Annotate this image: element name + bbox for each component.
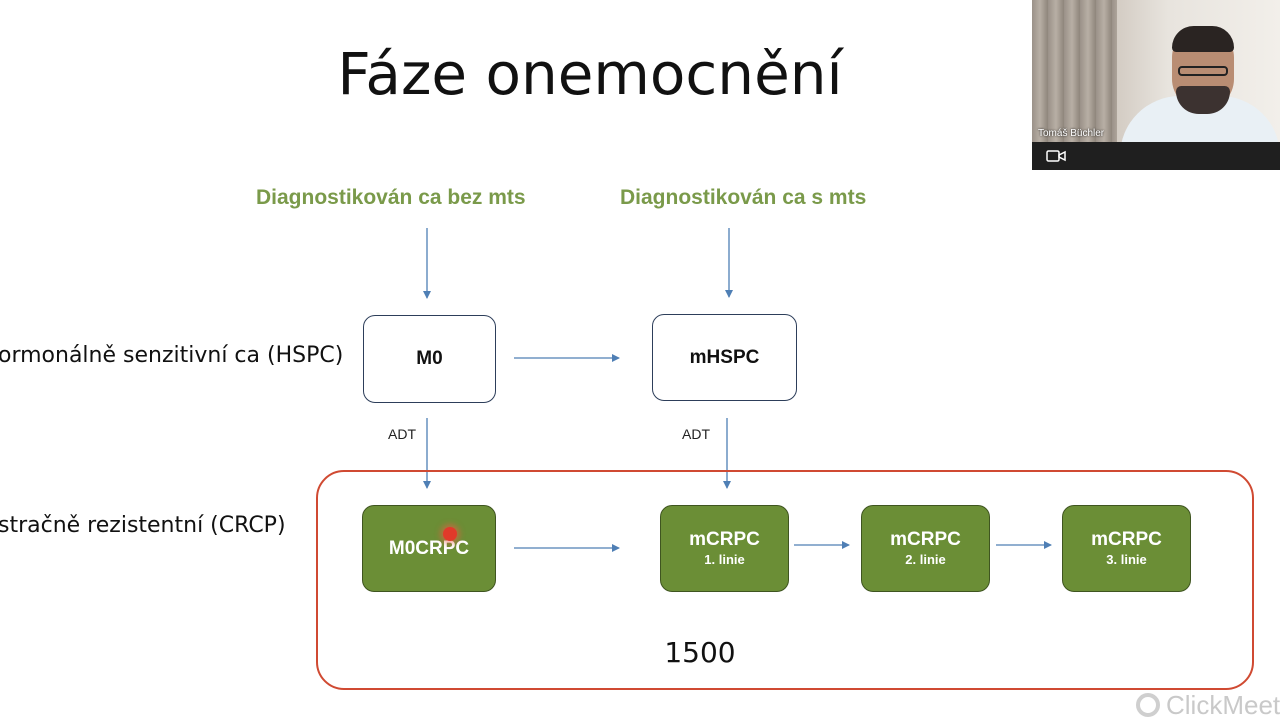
heading-no-mts: Diagnostikován ca bez mts bbox=[256, 186, 526, 209]
box-mhspc: mHSPC bbox=[652, 314, 797, 401]
box-m0-label: M0 bbox=[416, 348, 443, 369]
row-label-crpc: stračně rezistentní (CRCP) bbox=[0, 513, 286, 538]
box-mcrpc-2: mCRPC 2. linie bbox=[861, 505, 990, 592]
adt-label-right: ADT bbox=[682, 426, 710, 442]
clickmeet-logo-icon bbox=[1136, 693, 1160, 717]
box-mcrpc-3-label: mCRPC bbox=[1091, 528, 1162, 550]
box-mcrpc-3-line: 3. linie bbox=[1106, 551, 1147, 567]
box-mcrpc-1: mCRPC 1. linie bbox=[660, 505, 789, 592]
box-mcrpc-1-line: 1. linie bbox=[704, 551, 745, 567]
box-mcrpc-2-line: 2. linie bbox=[905, 551, 946, 567]
webcam-panel[interactable]: Tomáš Büchler bbox=[1032, 0, 1280, 170]
box-m0: M0 bbox=[363, 315, 496, 403]
box-m0crpc-label: M0CRPC bbox=[388, 537, 470, 559]
heading-with-mts: Diagnostikován ca s mts bbox=[620, 186, 867, 209]
patient-count: 1500 bbox=[664, 636, 736, 669]
adt-label-left: ADT bbox=[388, 426, 416, 442]
webcam-toolbar bbox=[1032, 142, 1280, 170]
crpc-highlight-frame bbox=[316, 470, 1254, 690]
slide-title: Fáze onemocnění bbox=[337, 40, 843, 108]
box-mhspc-label: mHSPC bbox=[689, 346, 760, 368]
clickmeet-watermark: ClickMeet bbox=[1136, 690, 1280, 720]
participant-name: Tomáš Büchler bbox=[1038, 128, 1105, 139]
video-camera-icon[interactable] bbox=[1046, 150, 1066, 162]
clickmeet-brand-text: ClickMeet bbox=[1166, 689, 1280, 720]
box-m0crpc: M0CRPC bbox=[362, 505, 496, 592]
row-label-hspc: ormonálně senzitivní ca (HSPC) bbox=[0, 343, 344, 368]
box-mcrpc-2-label: mCRPC bbox=[890, 528, 961, 550]
pointer-highlight bbox=[443, 527, 457, 541]
box-mcrpc-3: mCRPC 3. linie bbox=[1062, 505, 1191, 592]
box-mcrpc-1-label: mCRPC bbox=[689, 528, 760, 550]
webcam-video bbox=[1032, 0, 1280, 156]
